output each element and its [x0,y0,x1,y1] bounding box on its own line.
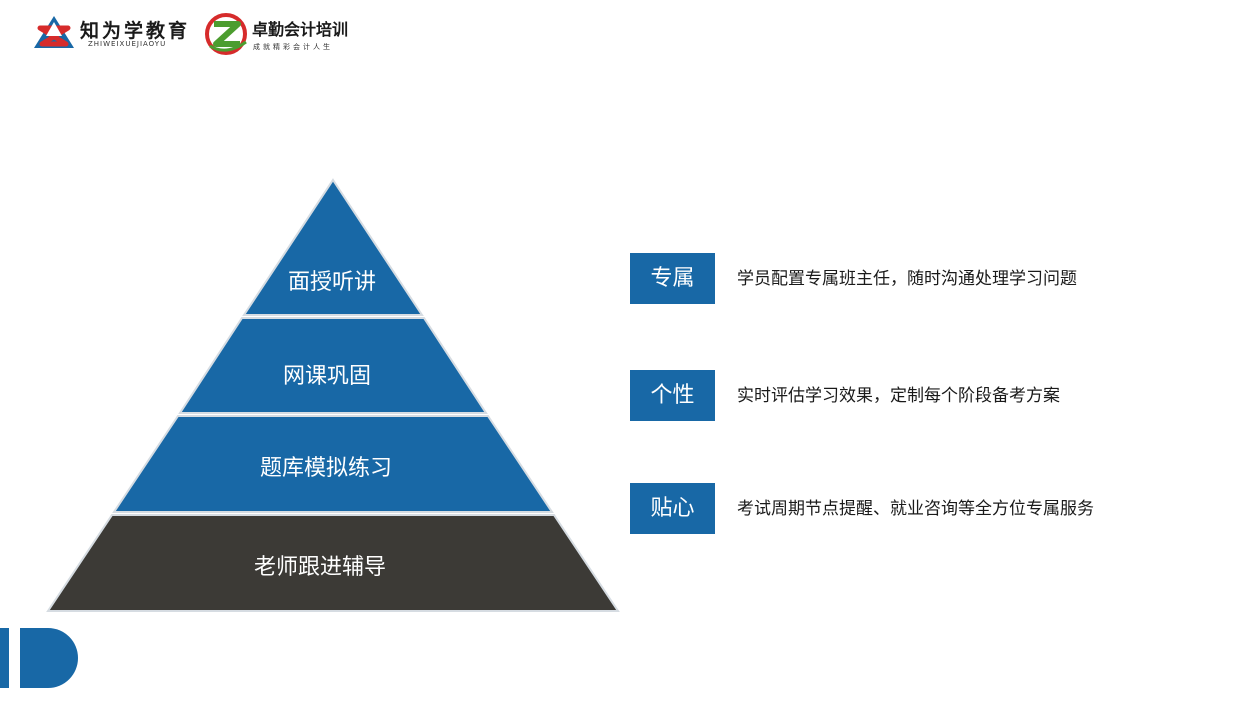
feature-description: 考试周期节点提醒、就业咨询等全方位专属服务 [737,499,1094,519]
pyramid-tier-1-shape [242,178,424,316]
pyramid-tier-4-label: 老师跟进辅导 [253,555,387,580]
feature-tag: 贴心 [630,483,715,534]
zhuoqin-logo-icon [205,13,247,55]
zhiwei-logo-name: 知为学教育 [80,20,191,42]
feature-description: 学员配置专属班主任，随时沟通处理学习问题 [737,269,1077,289]
pyramid-tier-3-shape [112,415,554,513]
pyramid-tier-2-label: 网课巩固 [282,364,372,389]
feature-row-personalized: 个性 实时评估学习效果，定制每个阶段备考方案 [630,370,1210,422]
zhuoqin-logo-name: 卓勤会计培训 [252,20,349,39]
feature-row-caring: 贴心 考试周期节点提醒、就业咨询等全方位专属服务 [630,483,1210,535]
zhuoqin-logo-subtitle: 成就精彩会计人生 [253,43,333,51]
pyramid-tier-1-label: 面授听讲 [287,270,377,295]
zhiwei-logo: 知为学教育 ZHIWEIXUEJIAOYU [32,12,202,56]
feature-description: 实时评估学习效果，定制每个阶段备考方案 [737,386,1060,406]
zhiwei-logo-subtitle: ZHIWEIXUEJIAOYU [88,40,167,48]
feature-row-exclusive: 专属 学员配置专属班主任，随时沟通处理学习问题 [630,253,1210,305]
pyramid-tier-4-shape [46,514,620,612]
feature-tag: 个性 [630,370,715,421]
feature-tag: 专属 [630,253,715,304]
corner-decoration [0,628,78,688]
zhiwei-logo-icon [34,16,74,48]
pyramid-tier-3-label: 题库模拟练习 [259,456,393,481]
pyramid-tier-2-shape [178,317,488,414]
pyramid-graphic [46,178,620,612]
zhuoqin-logo: 卓勤会计培训 成就精彩会计人生 [204,12,374,56]
service-pyramid: 面授听讲 网课巩固 题库模拟练习 老师跟进辅导 [44,175,624,615]
